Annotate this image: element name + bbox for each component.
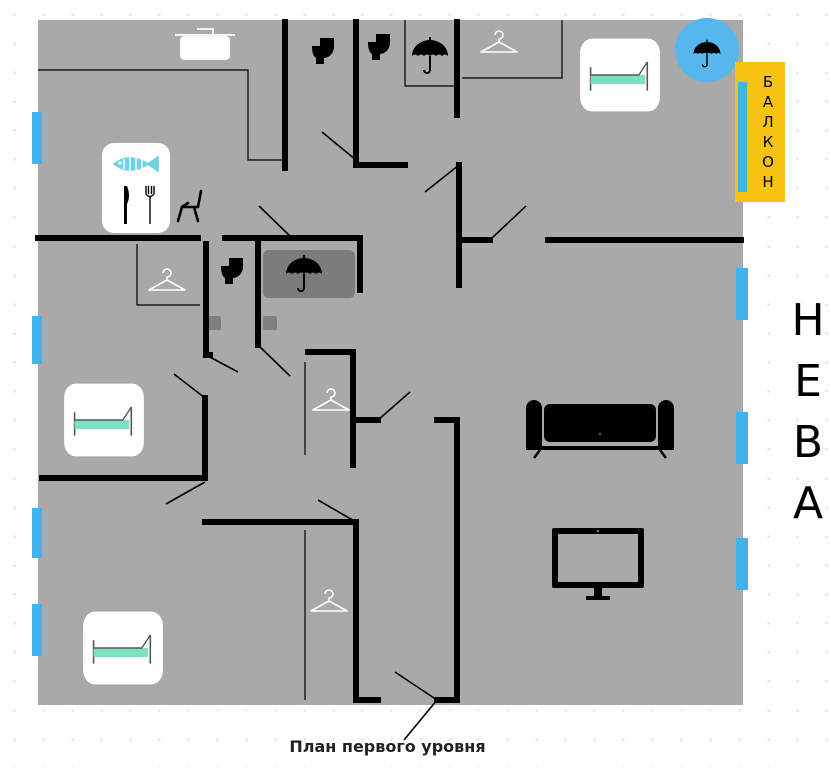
sink-right (263, 316, 277, 330)
sink-left (207, 316, 221, 330)
wet-zone (263, 250, 355, 298)
plan-caption: План первого уровня (289, 737, 486, 756)
balcony-letter: Б (762, 73, 774, 91)
balcony-letter: А (762, 93, 774, 111)
bed-icon (579, 37, 661, 113)
thin-partitions (38, 20, 563, 700)
monitor-icon (552, 528, 644, 600)
floor-area (38, 20, 743, 705)
bed-icon (82, 610, 164, 686)
knife-icon (124, 186, 129, 224)
balcony: Б А Л К О Н (735, 62, 785, 202)
bed-icon (63, 382, 145, 458)
door-swings (165, 131, 527, 741)
fish-icon (112, 155, 159, 173)
pot-icon (175, 28, 235, 60)
sofa-icon (526, 400, 674, 459)
balcony-letter: Л (762, 113, 774, 131)
river-letter: В (792, 417, 824, 468)
river-label: Н Е В А (788, 290, 828, 534)
balcony-letter: Н (762, 173, 774, 191)
walls (35, 19, 744, 703)
balcony-window (738, 82, 747, 192)
balcony-label: Б А Л К О Н (753, 72, 783, 192)
river-letter: А (792, 478, 824, 529)
river-letter: Е (794, 356, 822, 407)
dining-icon (102, 143, 170, 233)
river-letter: Н (791, 295, 825, 346)
fork-icon (145, 186, 155, 224)
balcony-letter: О (762, 153, 774, 171)
balcony-letter: К (762, 133, 774, 151)
chair-icon (176, 189, 203, 223)
windows (32, 112, 748, 656)
